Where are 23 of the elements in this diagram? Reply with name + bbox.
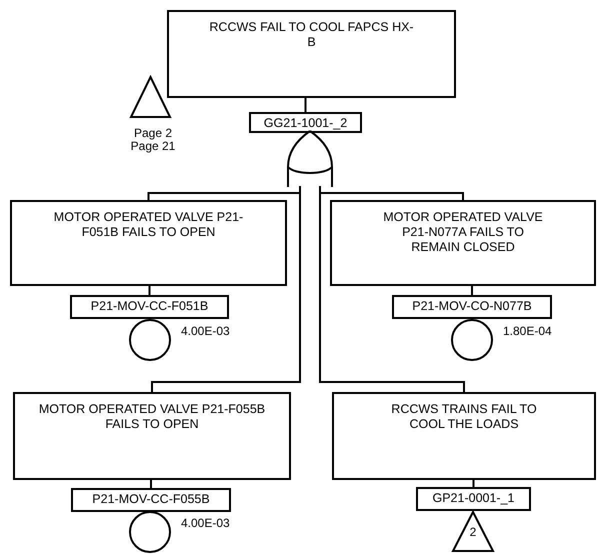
- event-id-tag: P21-MOV-CC-F055B: [71, 488, 231, 512]
- event-id-tag: P21-MOV-CO-N077B: [392, 295, 552, 319]
- probability-label: 1.80E-04: [503, 325, 552, 338]
- probability-label: 4.00E-03: [181, 325, 230, 338]
- event-id-tag: GG21-1001-_2: [249, 112, 362, 133]
- event-box: MOTOR OPERATED VALVE P21-F051B FAILS TO OPEN: [10, 200, 287, 286]
- event-id-tag: P21-MOV-CC-F051B: [70, 295, 229, 319]
- transfer-number: 2: [468, 525, 478, 540]
- event-box: RCCWS TRAINS FAIL TO COOL THE LOADS: [332, 392, 596, 480]
- connector-line: [151, 186, 301, 392]
- connector-line: [319, 186, 465, 392]
- connector-line: [472, 480, 474, 487]
- event-box: MOTOR OPERATED VALVE P21-F055B FAILS TO OPEN: [13, 392, 291, 480]
- connector-line: [304, 98, 306, 112]
- page-reference: Page 21: [130, 140, 176, 153]
- connector-line: [150, 480, 152, 488]
- event-box: MOTOR OPERATED VALVE P21-N077A FAILS TO REMAIN CLOSED: [330, 200, 596, 286]
- event-id-tag: GP21-0001-_1: [416, 487, 531, 511]
- event-box: RCCWS FAIL TO COOL FAPCS HX-B: [167, 10, 456, 98]
- connector-line: [148, 286, 150, 295]
- probability-label: 4.00E-03: [181, 517, 230, 530]
- connector-line: [471, 286, 473, 295]
- page-reference: Page 2: [132, 127, 174, 140]
